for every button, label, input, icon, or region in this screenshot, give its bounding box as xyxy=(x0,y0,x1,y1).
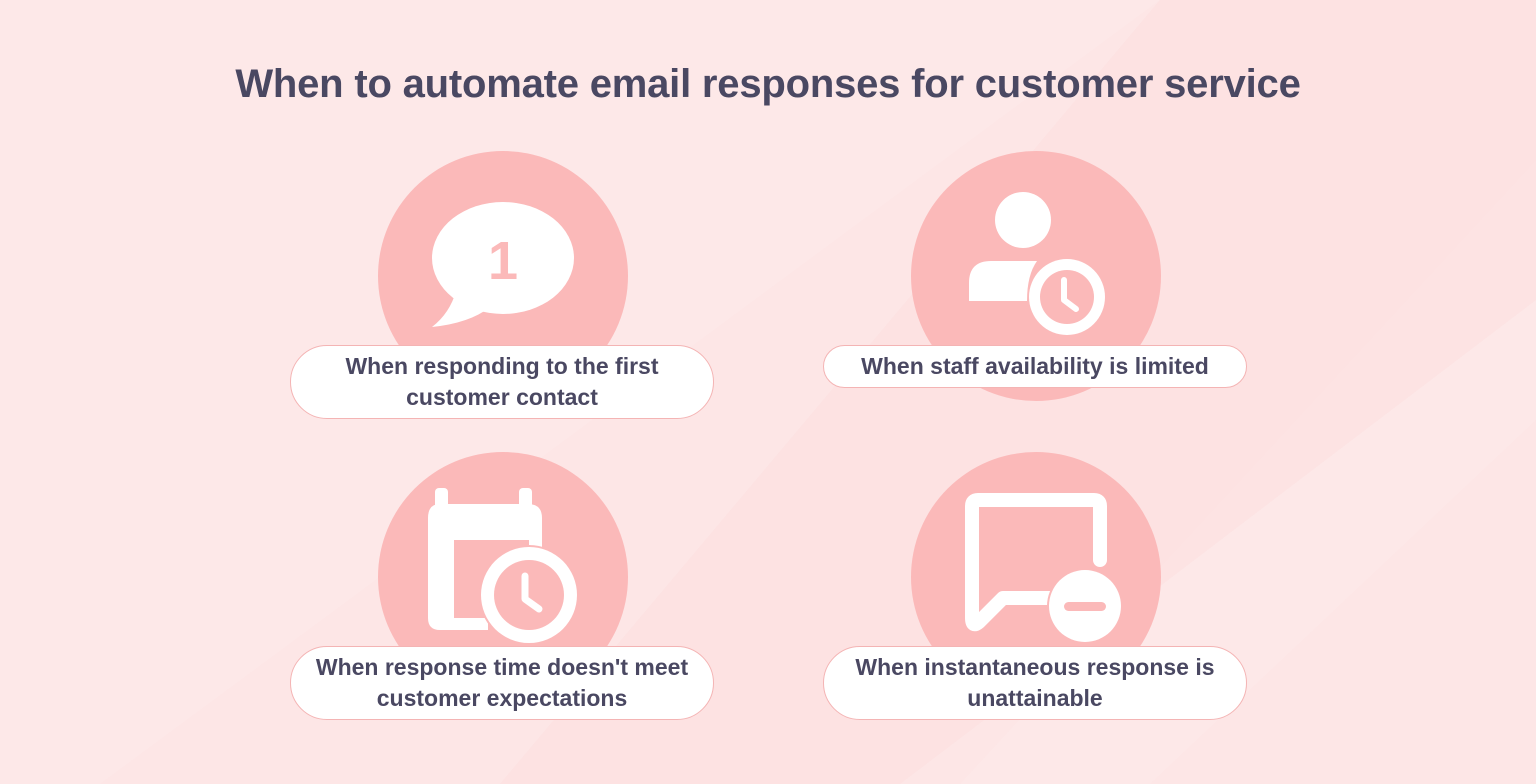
chat-number: 1 xyxy=(488,231,518,291)
item-label: When response time doesn't meet customer… xyxy=(290,646,714,720)
item-label: When responding to the first customer co… xyxy=(290,345,714,419)
chat-minus-icon xyxy=(965,493,1123,644)
item-label: When staff availability is limited xyxy=(823,345,1247,388)
calendar-clock-icon xyxy=(428,488,579,645)
person-clock-icon xyxy=(969,192,1105,335)
page-title: When to automate email responses for cus… xyxy=(235,62,1301,106)
item-staff-availability: When staff availability is limited xyxy=(823,151,1249,403)
item-label: When instantaneous response is unattaina… xyxy=(823,646,1247,720)
item-response-time: When response time doesn't meet customer… xyxy=(290,452,716,720)
item-first-contact: 1 When responding to the first customer … xyxy=(290,151,716,419)
chat-bubble-number-one-icon: 1 xyxy=(432,202,574,327)
item-instantaneous-response: When instantaneous response is unattaina… xyxy=(823,452,1249,720)
